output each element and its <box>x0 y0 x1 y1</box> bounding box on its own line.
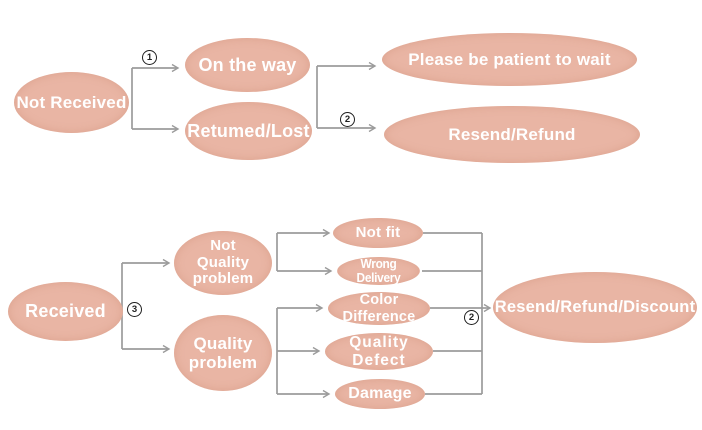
node-damage: Damage <box>335 379 425 409</box>
bracket-top-outcomes <box>316 61 377 133</box>
node-not-quality-problem: Not Quality problem <box>174 231 272 295</box>
bracket-not-received <box>131 63 180 134</box>
node-on-the-way: On the way <box>185 38 310 92</box>
node-returned-lost: Retumed/Lost <box>185 102 312 160</box>
node-quality-defect: Quality Defect <box>325 333 433 370</box>
step-marker-2-top: 2 <box>340 112 355 127</box>
step-marker-1: 1 <box>142 50 157 65</box>
node-wrong-delivery: Wrong Delivery <box>337 257 420 285</box>
step-marker-3: 3 <box>127 302 142 317</box>
node-please-be-patient: Please be patient to wait <box>382 33 637 86</box>
node-resend-refund-discount: Resend/Refund/Discount <box>493 272 697 343</box>
bracket-quality <box>276 303 331 399</box>
node-color-difference: Color Difference <box>328 292 430 325</box>
node-resend-refund: Resend/Refund <box>384 106 640 163</box>
node-quality-problem: Quality problem <box>174 315 272 391</box>
node-not-fit: Not fit <box>333 218 423 248</box>
collector-reasons <box>422 232 492 395</box>
node-not-received: Not Received <box>14 72 129 133</box>
step-marker-2-bottom: 2 <box>464 310 479 325</box>
node-received: Received <box>8 282 123 341</box>
bracket-not-quality <box>276 228 333 276</box>
